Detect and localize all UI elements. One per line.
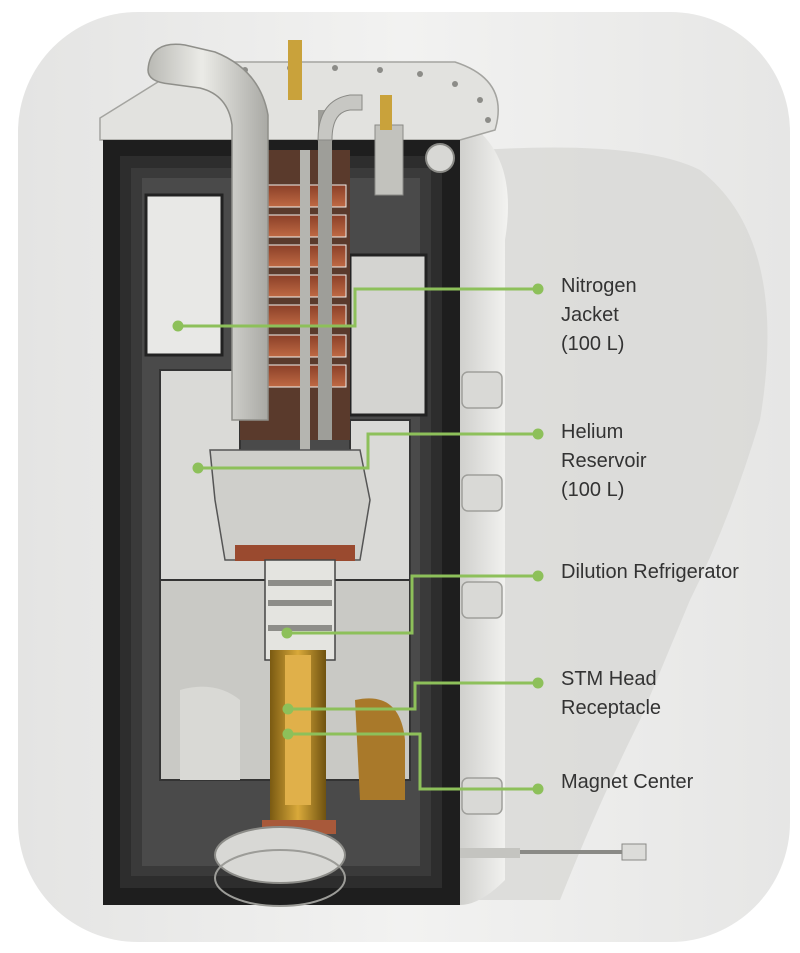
leader-lines [178,287,538,791]
cryostat-shadow [470,147,768,900]
leader-line-nitrogen [178,287,538,328]
fill-tube [318,110,332,440]
magnet-coil-left [180,686,240,780]
leader-line-magnet [288,732,538,791]
dot-nitrogen-start [172,320,184,332]
dot-magnet-start [282,728,294,740]
bottom-port-ring [214,849,346,907]
nitrogen-jacket-left [144,193,224,357]
elbow-tube [317,94,363,141]
feedthrough [425,143,455,173]
dot-dilution-start [281,627,293,639]
dot-magnet-end [532,783,544,795]
top-port [374,124,404,196]
bottom-port [214,826,346,884]
nitrogen-jacket-right [348,253,428,417]
cold-plate [235,545,355,561]
label-magnet-center: Magnet Center [561,771,694,793]
top-fitting-2 [380,95,392,130]
leader-dots [172,283,544,795]
flange-rings [461,371,503,815]
mixing-chamber-housing [209,449,371,561]
leader-line-stm [288,681,538,711]
label-helium-reservoir: Helium Reservoir (100 L) [561,421,647,501]
leader-line-helium [198,432,538,470]
dot-stm-start [282,703,294,715]
label-dilution-refrigerator: Dilution Refrigerator [561,561,739,583]
dot-dilution-end [532,570,544,582]
side-feedthrough [460,843,647,861]
dilution-stages [268,580,332,631]
label-nitrogen-jacket: Nitrogen Jacket (100 L) [561,275,637,355]
top-fitting [288,40,302,100]
dot-nitrogen-end [532,283,544,295]
magnet-coil-right [355,698,405,800]
dot-helium-end [532,428,544,440]
dot-stm-end [532,677,544,689]
label-stm-head-receptacle: STM Head Receptacle [561,668,662,719]
leader-line-dilution [287,574,538,635]
fill-tube-2 [300,150,310,450]
dilution-refrigerator-core [264,559,336,661]
dot-helium-start [192,462,204,474]
